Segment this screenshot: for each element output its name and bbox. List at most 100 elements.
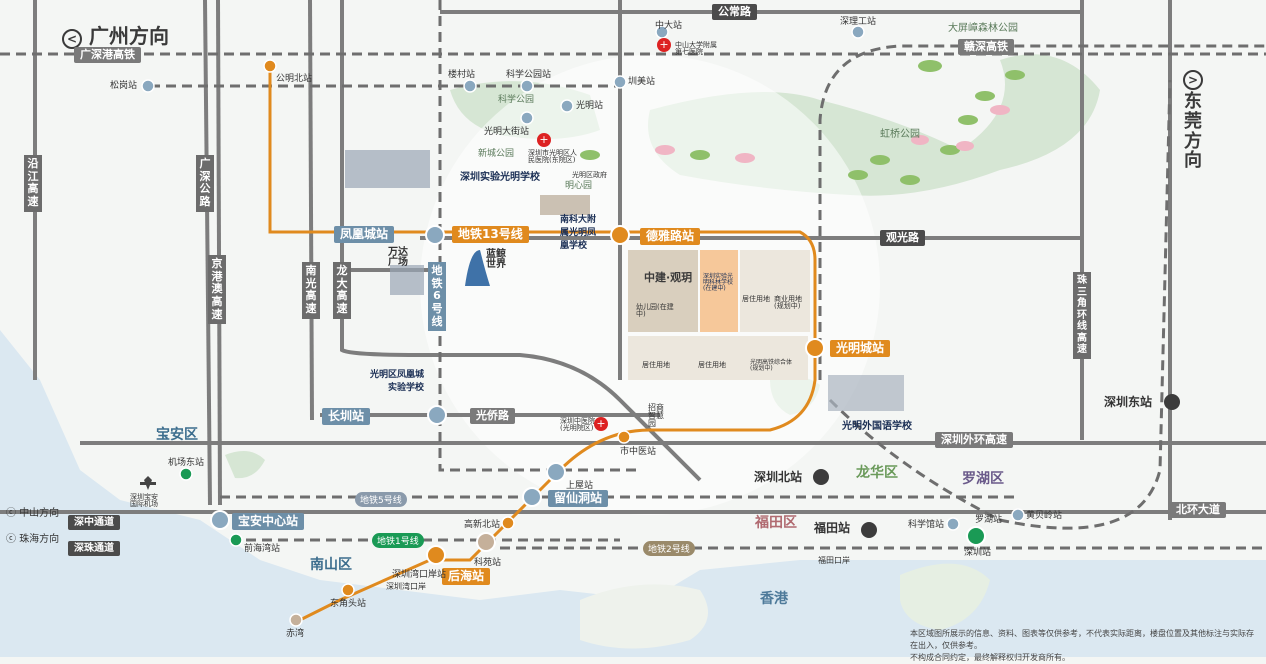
station-marker [141,79,155,93]
metro-line13-tag: 地铁13号线 [452,226,529,244]
metro-line1-tag: 地铁1号线 [372,533,424,548]
project-school: 深圳实验光明科林学校(在建中) [703,273,734,292]
poi-shenzhenwan-port: 深圳湾口岸 [386,582,426,591]
district-nanshan: 南山区 [310,557,352,573]
station-shizhongyiyuan-label: 市中医站 [620,447,657,457]
road-guangshen-tag: 广深公路 [196,155,214,212]
station-kexueguan-label: 科学馆站 [908,520,945,530]
green-park [225,451,265,479]
road-guangqiao-tag: 光侨路 [470,408,515,425]
station-marker [501,516,515,530]
direction-zhuhai: ⓒ 珠海方向 [6,535,59,545]
poi-zhongyi-hospital: 深圳中医院(光明院区) [560,417,595,432]
park-hongqiao: 虹桥公园 [880,129,920,140]
station-jichangdong-label: 机场东站 [168,458,205,468]
station-liuxiandong-tag: 留仙洞站 [548,490,609,508]
station-guangmingcheng-tag: 光明城站 [830,340,891,358]
station-changqi-tag: 长圳站 [322,408,371,426]
station-futian-label: 福田站 [814,521,851,535]
station-fenghuangcheng-tag: 凤凰城站 [334,226,395,244]
station-loucun-label: 楼村站 [448,70,476,80]
station-shenzhenwankouan-label: 深圳湾口岸站 [392,570,447,580]
district-hongkong: 香港 [760,591,788,607]
direction-zhongshan-label: 中山方向 [19,508,60,519]
station-marker [520,79,534,93]
station-kexuegongyuan-label: 科学公园站 [506,70,552,80]
station-marker [946,517,960,531]
road-shenzhu-tag: 深珠通道 [68,541,120,556]
station-marker [425,225,445,245]
road-zhusanjiao-tag: 珠三角环线高速 [1073,272,1091,359]
park-dapingzhang: 大屏嶂森林公园 [948,23,1018,34]
poi-zhongda-hospital: 中山大学附属第七医院 [675,41,717,56]
station-chiwan-label: 赤湾 [286,629,305,639]
rail-ganshen-tag: 赣深高铁 [958,39,1014,56]
station-marker [610,225,630,245]
district-longhua: 龙华区 [856,465,898,481]
poi-wanda: 万达广场 [388,247,408,268]
station-marker [520,111,534,125]
station-baoanzhongxin-tag: 宝安中心站 [232,513,305,531]
park-mingxin: 明心园 [565,181,593,191]
road-guangshen [203,0,212,506]
water-area [0,450,150,557]
district-baoan: 宝安区 [156,427,198,443]
rail-line6 [438,0,640,472]
station-marker [813,469,829,485]
poi-shiyan-school: 深圳实验光明学校 [460,172,540,183]
station-qianhaiwan-label: 前海湾站 [244,544,281,554]
station-marker [805,338,825,358]
station-marker [427,405,447,425]
metro-line-13 [268,66,817,622]
station-deyalu-tag: 德雅路站 [640,228,701,246]
station-gaoxinbei-label: 高新北站 [464,520,501,530]
station-shenlichuang-label: 深理工站 [840,17,877,27]
road-jinggangao [216,0,222,506]
direction-dongguan: > 东莞方向 [1182,70,1204,171]
project-commercial: 商业用地(规划中) [774,295,802,310]
station-guangmingdajie-label: 光明大街站 [484,127,530,137]
station-shangwu-label: 上屋站 [566,481,594,491]
road-gongchang-tag: 公常路 [712,4,757,21]
station-marker [1011,508,1025,522]
station-marker [861,522,877,538]
project-residential: 居住用地 [642,361,670,369]
hospital-icon: + [537,133,551,147]
station-guangming-label: 光明站 [576,101,604,111]
disclaimer-line2: 不构成合同约定，最终解释权归开发商所有。 [910,653,1070,662]
station-huangbeiling-label: 黄贝岭站 [1026,511,1063,521]
station-marker [341,583,355,597]
poi-waiguoyu-school: 光明外国语学校 [842,421,912,432]
road-yanjiang-tag: 沿江高速 [24,155,42,212]
station-houhai-tag: 后海站 [442,568,491,586]
direction-zhongshan: ⓒ 中山方向 [6,509,59,519]
station-shenzhen-label: 深圳站 [964,548,992,558]
district-futian: 福田区 [755,515,797,531]
station-luohu-label: 罗湖站 [975,515,1003,525]
station-marker [546,462,566,482]
road-guanguang-tag: 观光路 [880,230,925,247]
station-marker [179,467,193,481]
disclaimer-line1: 本区域图所展示的信息、资料、图表等仅供参考，不代表实际距离，楼盘位置及其他标注与… [910,629,1254,650]
station-dongjiaotou-label: 东角头站 [330,599,367,609]
station-marker [560,99,574,113]
station-marker [463,79,477,93]
station-marker [476,532,496,552]
tree-decor [580,60,1025,185]
poi-fenghuangcheng-school: 光明区凤凰城实验学校 [369,370,424,393]
left-arrow-icon: < [62,29,82,49]
poi-nankeda-school: 南科大附属光明凤凰学校 [560,215,597,251]
station-marker [263,59,277,73]
land-area [900,563,990,630]
road-shenzhong-tag: 深中通道 [68,515,120,530]
direction-guangzhou-label: 广州方向 [88,24,169,48]
project-residential: 居住用地 [698,361,726,369]
station-zhongda-label: 中大站 [655,21,683,31]
station-marker [426,545,446,565]
rail-ganshen [818,44,1266,380]
left-arrow-icon: ⓒ [6,534,16,545]
park-kexue: 科学公园 [498,95,535,105]
poi-lanjing: 蓝鲸世界 [486,249,506,270]
project-residential: 居住用地 [742,295,770,303]
